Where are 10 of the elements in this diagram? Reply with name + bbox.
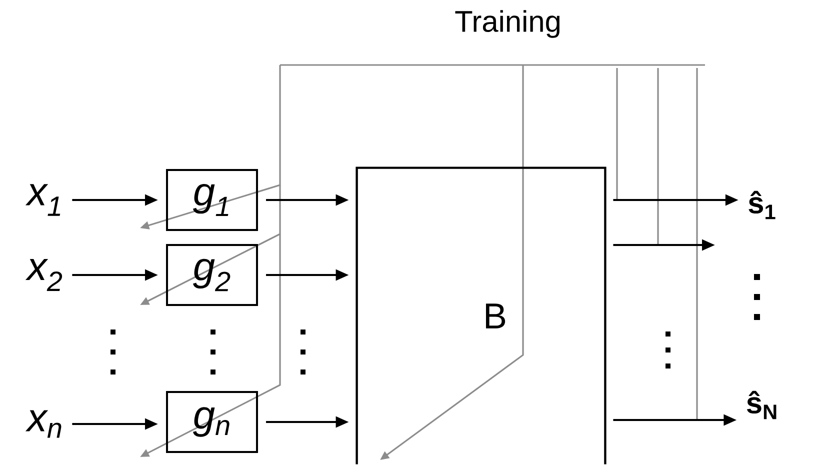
- input-label: x$_{n}$: [25, 410, 62, 438]
- function-box: g$_{n}$: [166, 391, 258, 453]
- training-label: Training: [455, 10, 560, 38]
- input-label: x$_{1}$: [25, 184, 60, 216]
- function-box: g$_{2}$: [166, 244, 258, 306]
- output-label: ŝ$_{N}$: [746, 390, 776, 420]
- block-box: B: [356, 166, 606, 464]
- output-label: ŝ$_{1}$: [748, 190, 776, 220]
- input-label: x$_{2}$: [25, 259, 62, 291]
- function-box: g$_{1}$: [166, 169, 258, 231]
